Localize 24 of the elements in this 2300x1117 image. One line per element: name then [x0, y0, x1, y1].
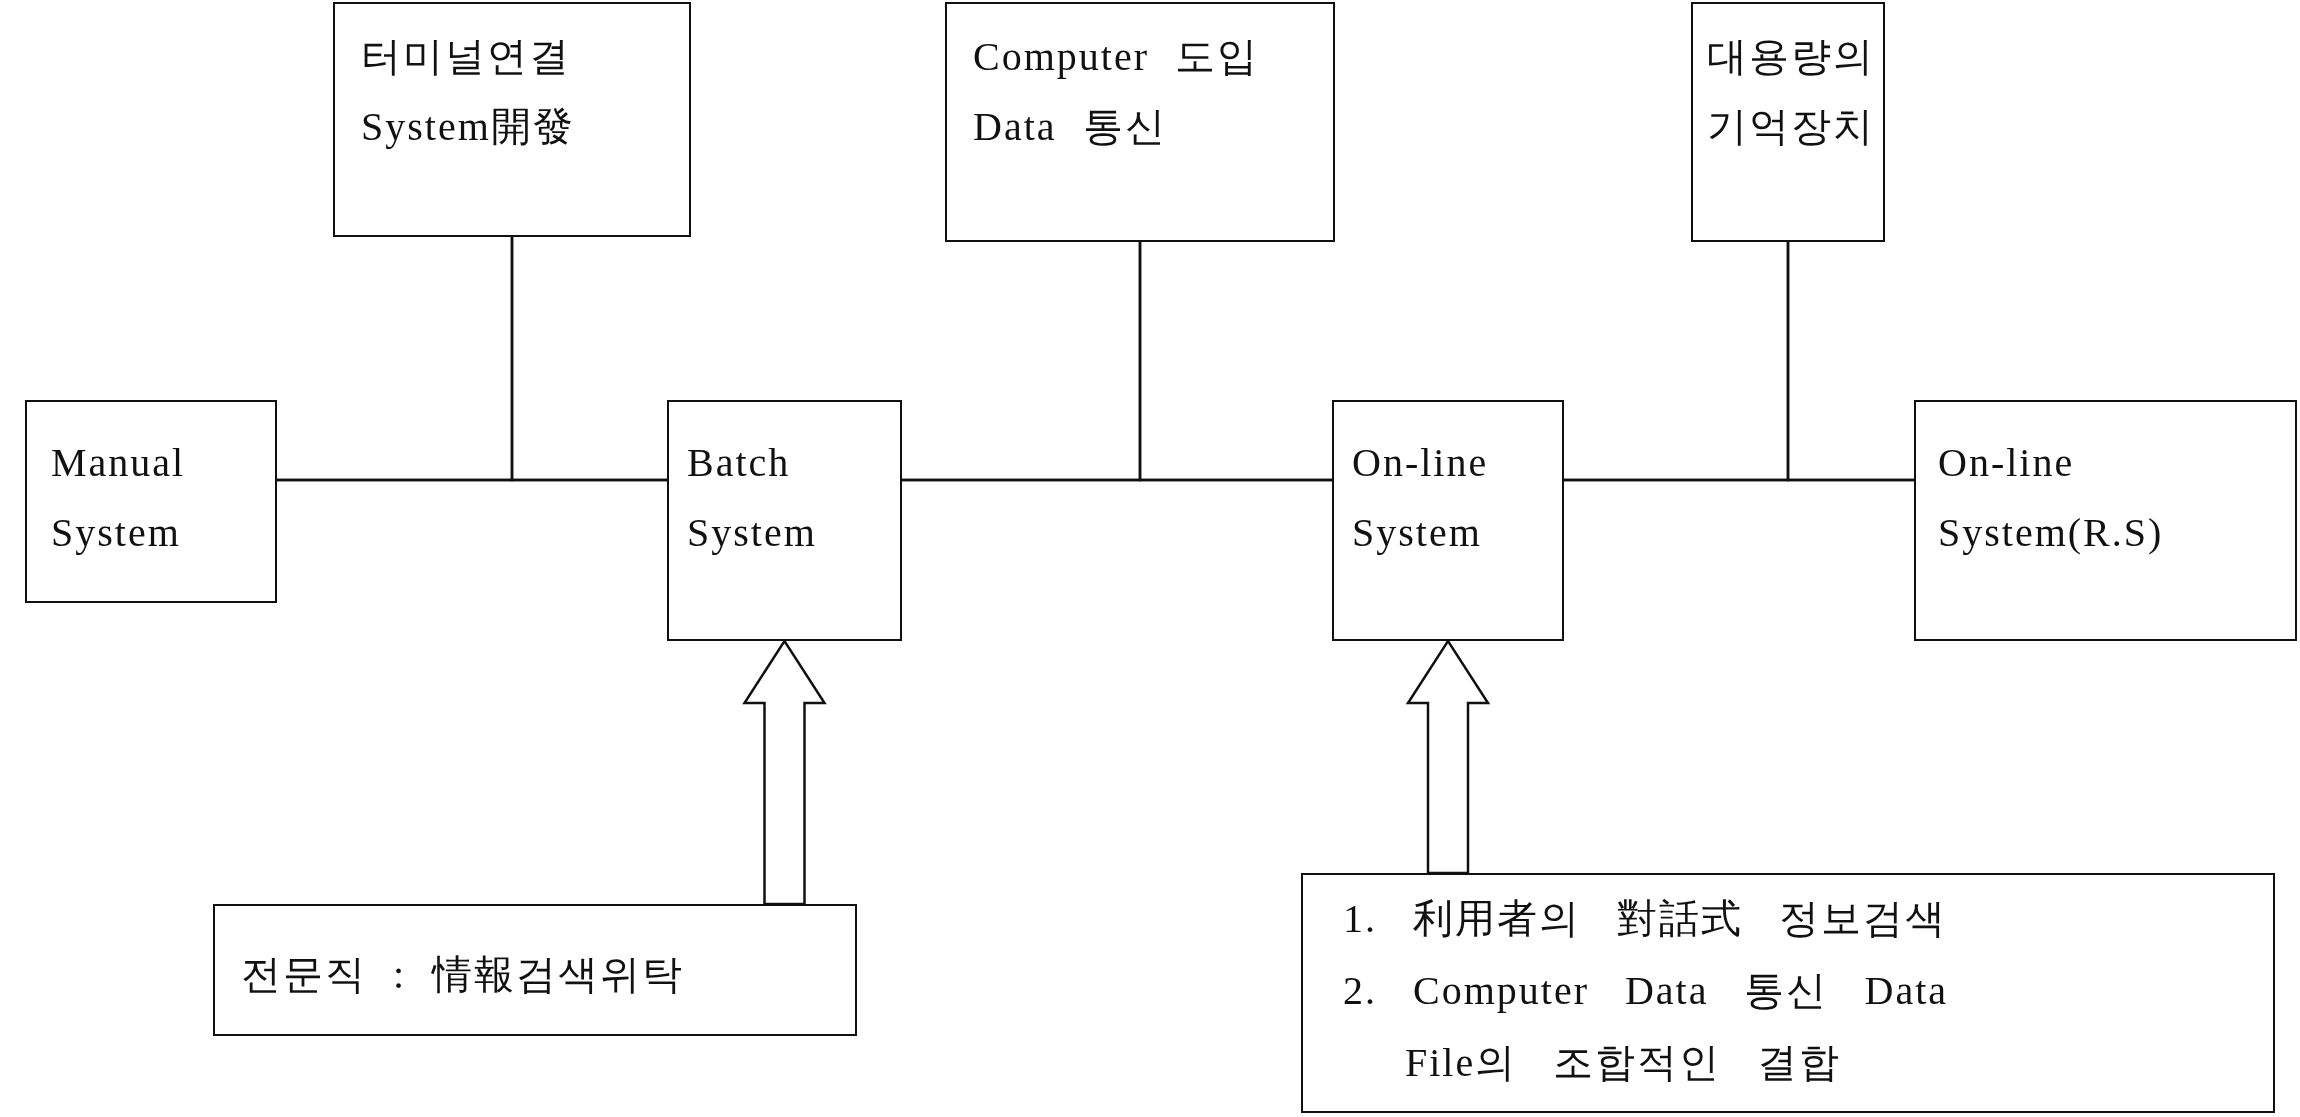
box-text: Batch System — [687, 439, 818, 557]
connector-line — [510, 237, 667, 482]
process-box — [1914, 400, 2297, 641]
hollow-arrow — [742, 638, 827, 906]
process-box — [1301, 873, 2275, 1113]
process-box — [667, 400, 902, 641]
process-box — [333, 2, 691, 237]
box-text: 2. Computer Data 통신 Data File의 조합적인 결합 — [1343, 967, 1949, 1087]
hollow-arrow — [1405, 638, 1491, 875]
process-box — [213, 904, 857, 1036]
box-text: On-line System(R.S) — [1938, 439, 2165, 557]
box-text: 전문직 : 情報검색위탁 — [241, 951, 686, 999]
connector-line — [1138, 242, 1332, 482]
box-text: 대용량의 기억장치 — [1707, 33, 1876, 151]
process-box — [1691, 2, 1885, 242]
box-text: 터미널연결 System開發 — [361, 33, 576, 151]
box-text: On-line System — [1352, 439, 1490, 557]
process-box — [945, 2, 1335, 242]
box-text: Manual System — [51, 439, 187, 557]
connector-line — [1786, 242, 1914, 482]
process-box — [25, 400, 277, 603]
process-box — [1332, 400, 1564, 641]
box-text: 1. 利用者의 對話式 정보검색 — [1343, 895, 1948, 943]
box-text: Computer 도입 Data 통신 — [973, 33, 1260, 151]
